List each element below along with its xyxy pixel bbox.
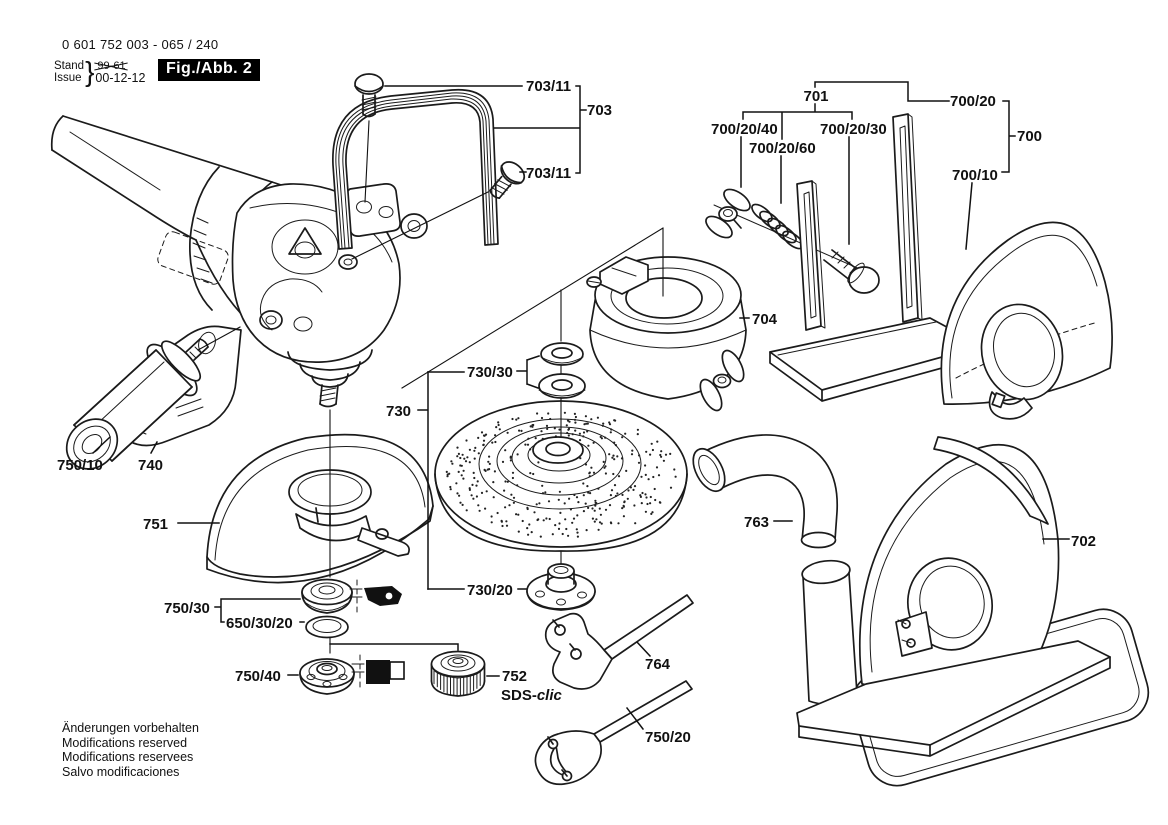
issue-label: Issue xyxy=(54,72,82,84)
flange-730-20 xyxy=(526,563,596,611)
guide-rail-left xyxy=(796,180,826,331)
clamping-nut-752 xyxy=(430,650,486,697)
legal-note: Änderungen vorbehalten Modifications res… xyxy=(62,721,199,779)
flange-750-40 xyxy=(299,658,355,695)
flange-750-30 xyxy=(301,578,353,614)
o-ring-650-30-20 xyxy=(305,615,349,639)
callout-700-20: 700/20 xyxy=(950,93,996,110)
clamp-icon-750-40 xyxy=(351,654,405,691)
superseded-date: 99-61 xyxy=(97,59,126,72)
washers-730-30 xyxy=(538,342,586,399)
brace-glyph: } xyxy=(85,56,95,87)
sds-clic-label: SDS-clic xyxy=(501,687,563,704)
legal-line-de: Änderungen vorbehalten xyxy=(62,721,199,735)
callout-700-20-30: 700/20/30 xyxy=(820,121,887,138)
suction-hose-763 xyxy=(692,434,839,549)
callout-730-30: 730/30 xyxy=(467,364,513,381)
legal-line-fr: Modifications reservees xyxy=(62,750,194,764)
bolt-703-11-side xyxy=(489,161,526,199)
extraction-hood-704 xyxy=(586,256,747,412)
callout-700-20-60: 700/20/60 xyxy=(749,140,816,157)
legal-line-es: Salvo modificaciones xyxy=(62,764,180,779)
backing-pad-730 xyxy=(434,400,688,552)
pin-wrench-764 xyxy=(544,594,694,690)
callout-704: 704 xyxy=(752,311,778,328)
callout-750-20: 750/20 xyxy=(645,729,691,746)
revision-dates: 99-61 00-12-12 xyxy=(95,60,145,85)
wheel-guard-751 xyxy=(206,433,434,584)
side-handle-750-10 xyxy=(65,338,209,470)
bolt-703-11-top xyxy=(354,73,384,118)
guide-base-plate xyxy=(769,317,983,402)
adjustable-guard-700-10 xyxy=(940,221,1113,420)
bail-handle-mount-plate xyxy=(345,183,428,239)
callout-750-30: 750/30 xyxy=(164,600,210,617)
revision-block: Stand Issue } 99-61 00-12-12 xyxy=(54,56,145,87)
bolt-700-20-30 xyxy=(823,249,880,294)
callout-700-20-40: 700/20/40 xyxy=(711,121,778,138)
callout-700-10: 700/10 xyxy=(952,167,998,184)
callout-763: 763 xyxy=(744,514,769,531)
revision-labels: Stand Issue xyxy=(54,60,84,85)
callout-750-40: 750/40 xyxy=(235,668,281,685)
callout-700: 700 xyxy=(1017,128,1042,145)
guide-rail-right xyxy=(892,113,923,323)
spring-700-20-60 xyxy=(751,203,804,250)
callout-750-10: 750/10 xyxy=(57,457,103,474)
issue-date: 00-12-12 xyxy=(95,70,146,85)
callout-703-11-top: 703/11 xyxy=(526,78,571,95)
callout-730-20: 730/20 xyxy=(467,582,513,599)
callout-730: 730 xyxy=(386,403,411,420)
figure-label: Fig./Abb. 2 xyxy=(158,59,261,81)
bail-handle-703 xyxy=(332,88,499,250)
callout-740: 740 xyxy=(138,457,163,474)
callout-labels: 703/11 703 703/11 701 700/20 700 700/20/… xyxy=(57,78,1096,746)
callout-703-11-side: 703/11 xyxy=(526,165,571,182)
callout-702: 702 xyxy=(1071,533,1096,550)
cutting-guard-assembly-702 xyxy=(796,436,1150,787)
cutting-guide-700 xyxy=(705,113,1113,420)
callout-751: 751 xyxy=(143,516,168,533)
callout-764: 764 xyxy=(645,656,671,673)
document-number: 0 601 752 003 - 065 / 240 xyxy=(62,37,219,52)
clamp-icon-750-30 xyxy=(349,579,402,613)
stand-label: Stand xyxy=(54,59,85,72)
callout-752: 752 xyxy=(502,668,527,685)
wing-nut-700-20-40 xyxy=(705,188,751,239)
callout-701: 701 xyxy=(803,88,828,105)
pin-wrench-750-20 xyxy=(534,680,693,786)
callout-703: 703 xyxy=(587,102,612,119)
callout-650-30-20: 650/30/20 xyxy=(226,615,293,632)
legal-line-en: Modifications reserved xyxy=(62,735,188,750)
callout-lines xyxy=(91,81,1070,731)
